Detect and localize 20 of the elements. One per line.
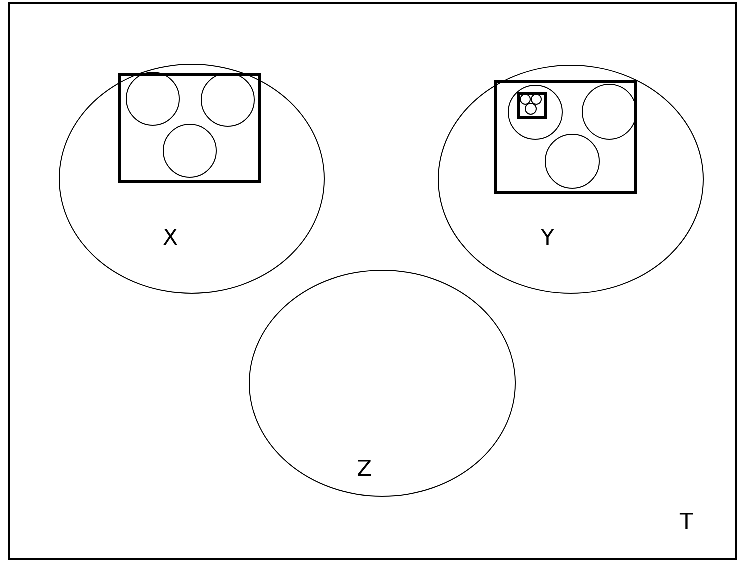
set-label: T [680,512,694,534]
set-circle [525,103,537,115]
set-label: Z [357,459,372,481]
set-circle [531,94,542,105]
set-box [517,92,547,119]
universe-frame [8,2,737,560]
set-circle [249,270,516,497]
set-box [118,73,261,183]
set-circle [508,85,563,140]
set-circle [582,84,637,140]
set-circle [201,73,255,127]
set-box [494,80,637,194]
set-circle [545,134,600,189]
set-circle [163,124,217,178]
set-label: Y [541,228,554,250]
set-label: X [163,228,178,250]
set-circle [126,72,180,126]
set-circle [520,94,531,105]
set-circle [438,65,704,294]
set-circle [59,64,325,294]
